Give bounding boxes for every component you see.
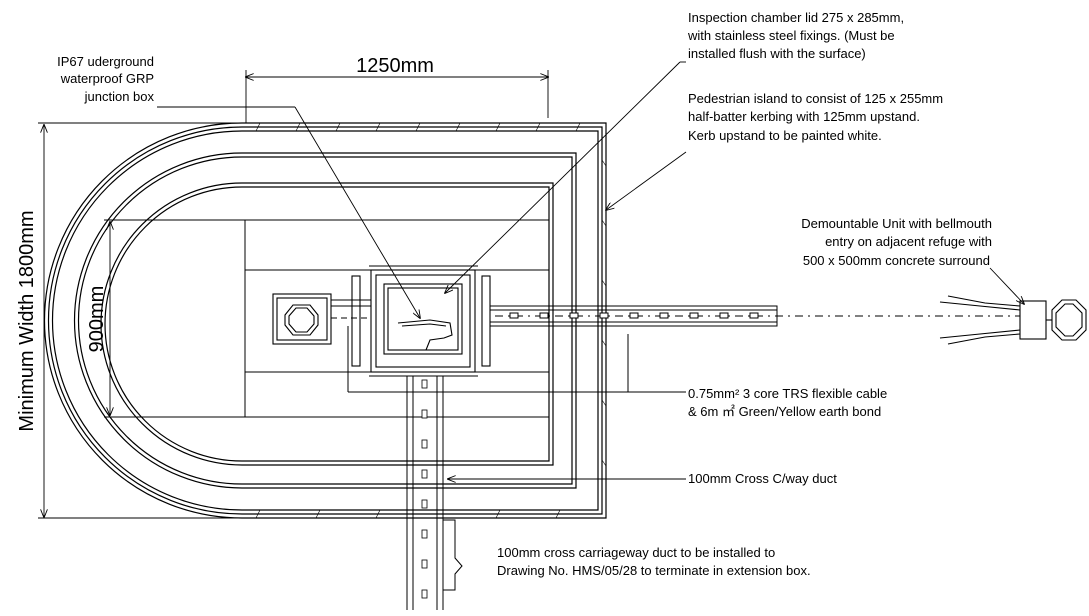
demountable-unit-note: Demountable Unit with bellmouth entry on… — [801, 216, 992, 268]
extension-note-line1: 100mm cross carriageway duct to be insta… — [497, 545, 775, 560]
inspection-chamber — [351, 265, 491, 377]
pedestrian-island-note-line1: Pedestrian island to consist of 125 x 25… — [688, 91, 943, 106]
inspection-lid-note-line3: installed flush with the surface) — [688, 46, 866, 61]
cable-leader — [347, 326, 686, 393]
pedestrian-island-note-line2: half-batter kerbing with 125mm upstand. — [688, 109, 920, 124]
width-dimension-label: 1250mm — [356, 55, 434, 77]
demountable-unit — [939, 295, 1087, 345]
inspection-lid-note-line1: Inspection chamber lid 275 x 285mm, — [688, 10, 904, 25]
demountable-unit-note-line1: Demountable Unit with bellmouth — [801, 216, 992, 231]
pedestrian-island-note: Pedestrian island to consist of 125 x 25… — [688, 91, 943, 143]
cross-duct-note: 100mm Cross C/way duct — [688, 471, 837, 486]
junction-box-note-line1: IP67 uderground — [57, 54, 154, 69]
extension-note: 100mm cross carriageway duct to be insta… — [497, 545, 811, 578]
cable-note-line2: & 6m ㎡ Green/Yellow earth bond — [688, 404, 881, 419]
inspection-lid-note-line2: with stainless steel fixings. (Must be — [687, 28, 895, 43]
cable-note: 0.75mm² 3 core TRS flexible cable & 6m ㎡… — [688, 386, 887, 419]
junction-box-note-line2: waterproof GRP — [60, 71, 154, 86]
demountable-unit-note-line3: 500 x 500mm concrete surround — [803, 253, 990, 268]
annotation-leaders — [157, 61, 1024, 479]
duct-cable-dashes — [495, 312, 1020, 319]
min-width-dimension-label: Minimum Width 1800mm — [16, 210, 38, 431]
junction-box-note-line3: junction box — [84, 89, 155, 104]
horizontal-duct — [331, 305, 778, 327]
dimension-lines — [38, 70, 548, 519]
junction-box-note: IP67 uderground waterproof GRP junction … — [57, 54, 154, 104]
junction-box — [272, 293, 371, 345]
vertical-duct-dashes — [421, 379, 428, 599]
kerb-hatching — [255, 122, 607, 519]
concrete-slab — [215, 219, 550, 418]
inspection-lid-note: Inspection chamber lid 275 x 285mm, with… — [687, 10, 904, 61]
pedestrian-island-note-line3: Kerb upstand to be painted white. — [688, 128, 882, 143]
extension-note-line2: Drawing No. HMS/05/28 to terminate in ex… — [497, 563, 811, 578]
demountable-unit-note-line2: entry on adjacent refuge with — [825, 234, 992, 249]
vertical-duct — [406, 376, 463, 610]
island-kerb-outline — [43, 122, 607, 519]
cable-note-line1: 0.75mm² 3 core TRS flexible cable — [688, 386, 887, 401]
inner-dimension-label: 900mm — [86, 286, 108, 353]
